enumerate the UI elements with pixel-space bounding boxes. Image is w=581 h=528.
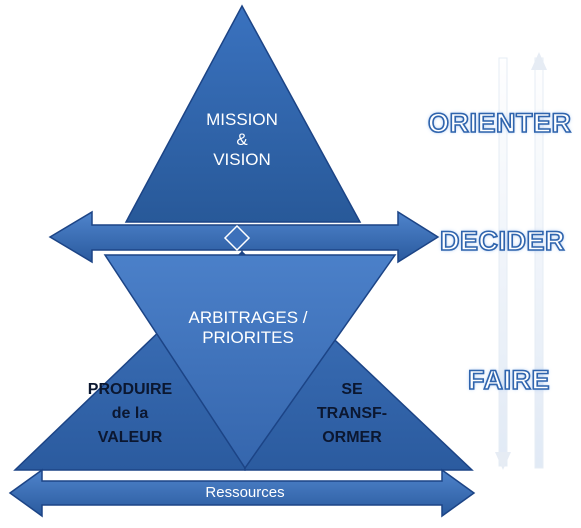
top-line-2: & [236, 130, 248, 150]
top-line-3: VISION [213, 150, 271, 170]
center-diamond [223, 224, 251, 252]
right-line-2: TRANSF- [316, 405, 388, 422]
right-line-1: SE [341, 381, 363, 398]
center-line-1: ARBITRAGES / [188, 308, 308, 327]
decider-label: DECIDER [439, 225, 566, 257]
mission-vision-label: MISSION & VISION [182, 110, 302, 170]
orienter-label: ORIENTER [427, 107, 572, 139]
left-line-2: de la [111, 405, 149, 422]
center-facet [103, 254, 397, 470]
center-line-2: PRIORITES [202, 328, 294, 348]
left-line-1: PRODUIRE [87, 381, 173, 398]
transformer-label: SE TRANSF- ORMER [292, 378, 412, 450]
lower-triangle [13, 250, 474, 471]
top-triangle [124, 4, 362, 223]
ressources-label: Ressources [205, 484, 285, 501]
ressources-arrow [8, 468, 476, 518]
right-line-3: ORMER [322, 429, 382, 446]
vertical-double-arrows [495, 52, 547, 470]
faire-label: FAIRE [467, 364, 551, 396]
arbitrages-label: ARBITRAGES / PRIORITES [168, 308, 328, 348]
top-line-1: MISSION [206, 110, 278, 129]
produire-label: PRODUIRE de la VALEUR [70, 378, 190, 450]
left-line-3: VALEUR [97, 429, 163, 446]
